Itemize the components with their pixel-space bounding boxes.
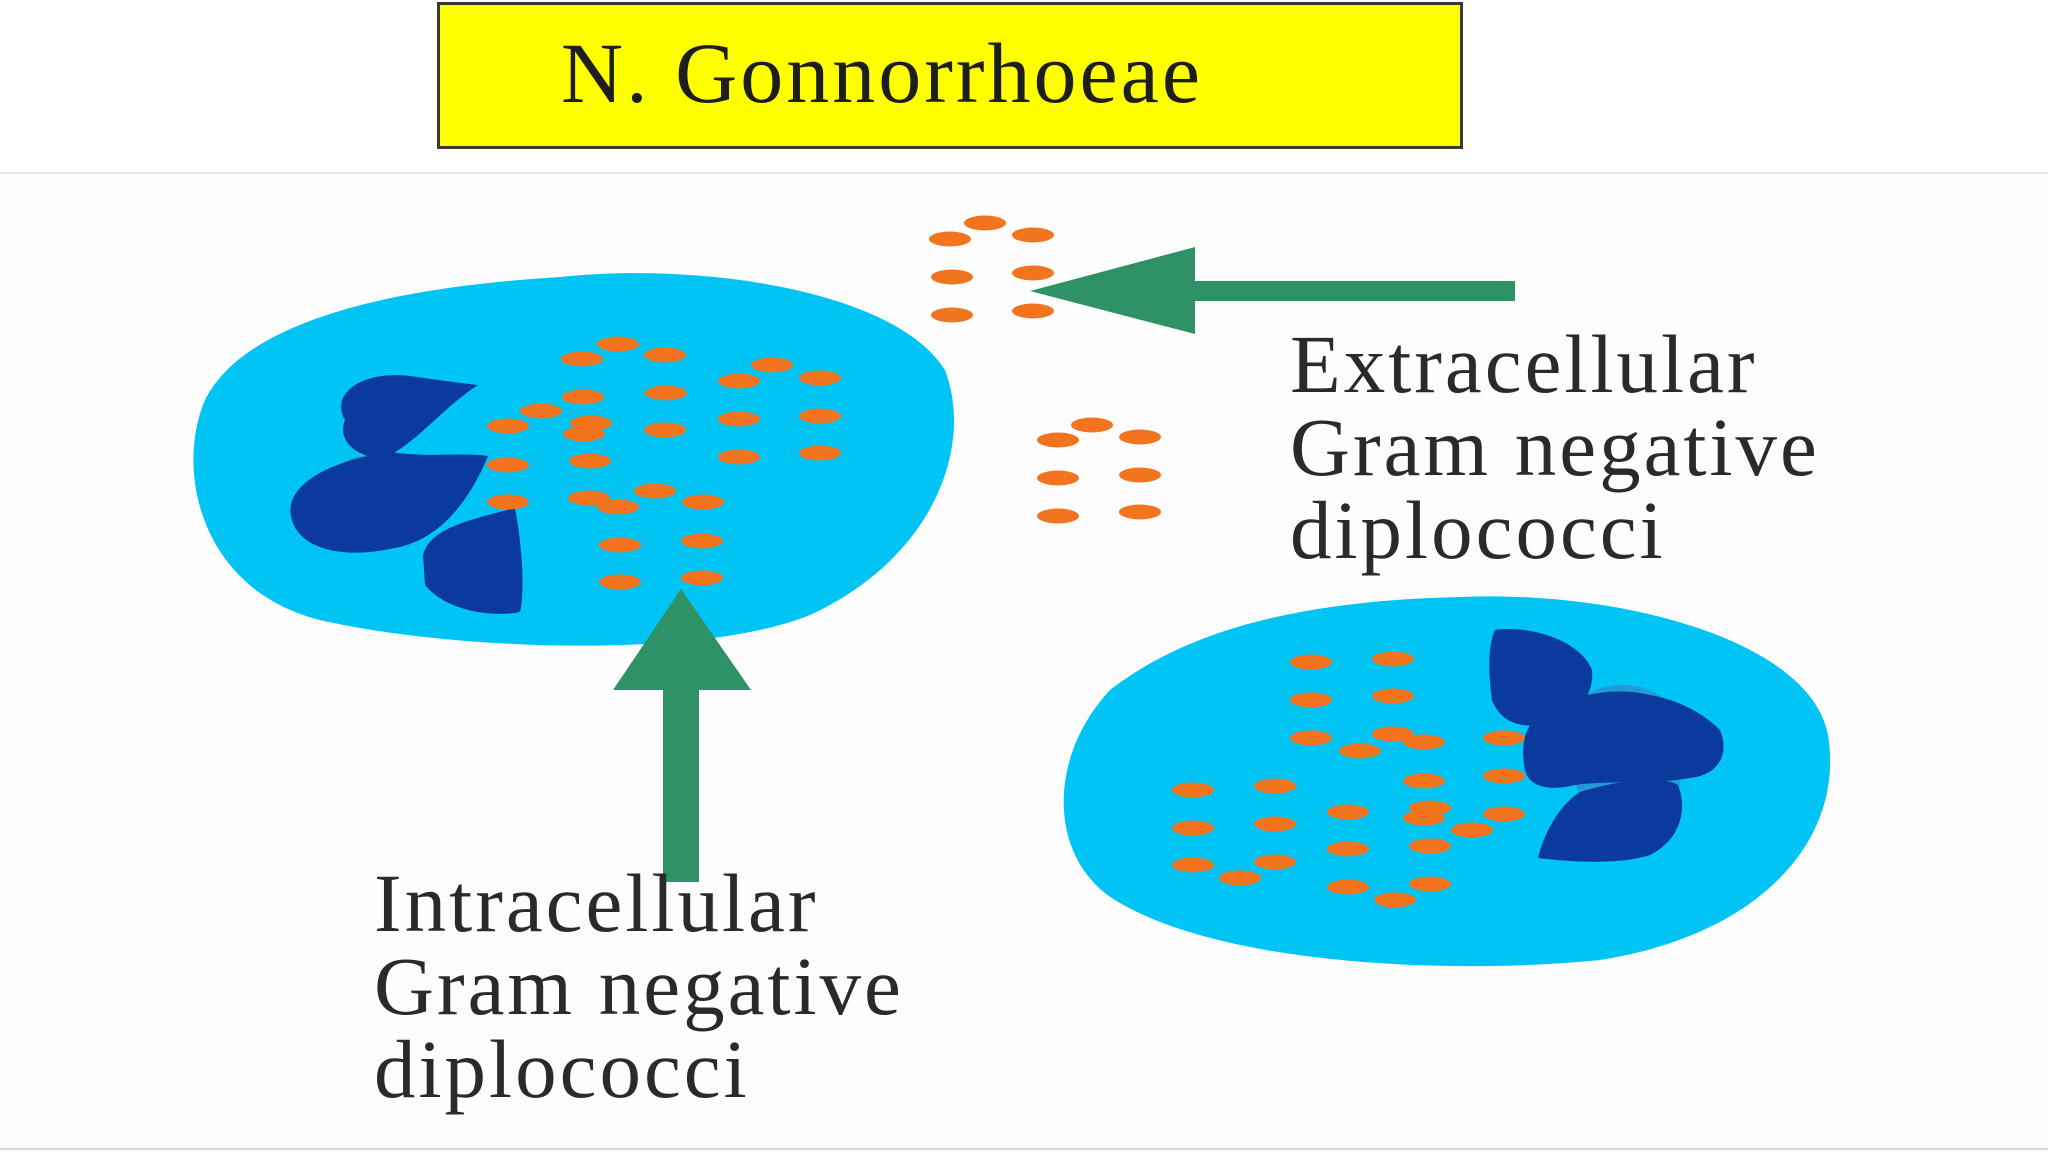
arrow-intracellular [613,589,751,882]
slide-title: N. Gonnorrhoeae [561,25,1204,121]
bottom-divider [0,1148,2048,1150]
intracellular-label-line1: Intracellular [374,857,819,949]
title-box: N. Gonnorrhoeae [437,2,1463,149]
extracellular-label-line3: diplococci [1290,484,1666,576]
left-cell [193,273,954,646]
extracellular-label: Extracellular Gram negative diplococci [1290,323,1820,572]
right-cell-cytoplasm [1063,596,1831,967]
extracellular-diplococci [929,215,1161,524]
left-cell-nucleus [290,375,523,614]
intracellular-label: Intracellular Gram negative diplococci [374,862,904,1111]
extracellular-label-line1: Extracellular [1290,318,1758,410]
intracellular-label-line2: Gram negative [374,940,904,1032]
right-cell [1063,596,1831,967]
extracellular-label-line2: Gram negative [1290,401,1820,493]
intracellular-diplococci-left [487,336,841,590]
intracellular-diplococci-right [1172,651,1525,908]
intracellular-label-line3: diplococci [374,1023,750,1115]
right-cell-nucleus [1489,629,1724,862]
arrow-extracellular [1030,247,1515,334]
